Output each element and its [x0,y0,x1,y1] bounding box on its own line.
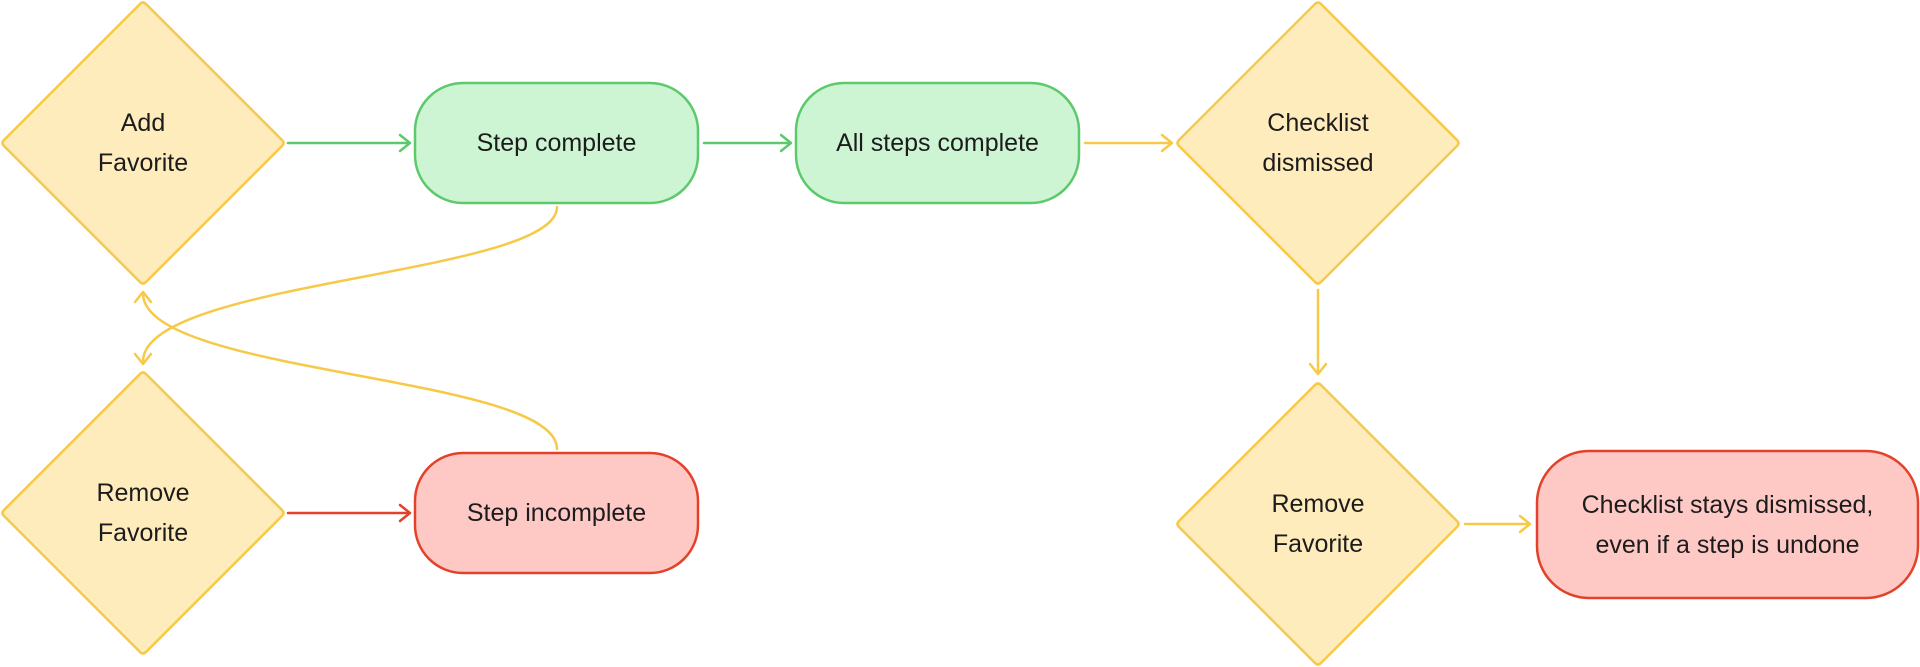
edge-checklist-dismissed-to-remove-favorite-right [1308,288,1328,376]
edge-line [141,292,559,451]
terminal-node-all-steps-complete [794,81,1081,205]
arrowhead-icon [398,503,412,523]
arrowhead-icon [398,133,412,153]
decision-diamond-remove-favorite-right [1176,382,1460,666]
terminal-node-step-incomplete [413,451,700,575]
arrowhead-icon [133,290,153,304]
edge-step-incomplete-to-add-favorite [133,290,559,451]
arrowhead-icon [1518,514,1532,534]
edge-step-complete-to-all-steps-complete [702,133,793,153]
arrowhead-icon [1160,133,1174,153]
edge-all-steps-complete-to-checklist-dismissed [1083,133,1174,153]
edge-remove-favorite-right-to-checklist-stays-dismissed [1463,514,1532,534]
edges-layer [133,133,1532,534]
arrowhead-icon [779,133,793,153]
arrowhead-icon [133,352,153,366]
edge-add-favorite-to-step-complete [286,133,412,153]
decision-diamond-checklist-dismissed [1176,1,1460,285]
edge-line [141,205,559,363]
edge-remove-favorite-left-to-step-incomplete [286,503,412,523]
arrowhead-icon [1308,362,1328,376]
terminal-node-checklist-stays-dismissed [1535,449,1920,600]
edge-step-complete-to-remove-favorite-left [133,205,559,366]
decision-diamond-add-favorite [1,1,285,285]
terminal-node-step-complete [413,81,700,205]
decision-diamond-remove-favorite-left [1,371,285,655]
